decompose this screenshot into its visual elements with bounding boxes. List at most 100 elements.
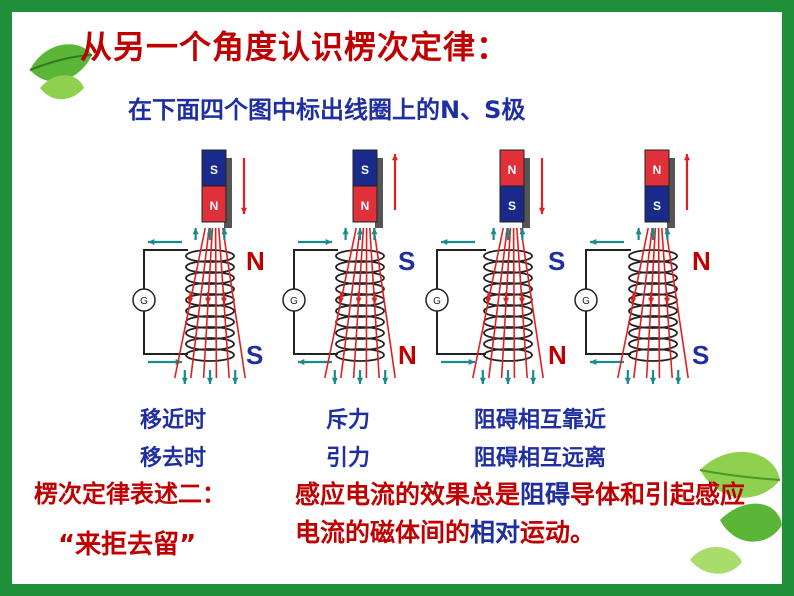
induced-arrow-icon [635,228,642,240]
magnet-top [499,149,525,187]
field-line [512,227,516,379]
law-text-relative: 相对 [470,518,521,547]
field-arrow-icon [220,291,227,305]
induced-arrow-icon [206,228,214,240]
field-line [222,227,246,379]
magnet-bottom [644,185,670,223]
motion-arrow-icon [240,158,248,214]
coil-bottom-pole: N [548,340,567,370]
law-text-1: 感应电流的效果总是 [295,480,521,509]
induced-arrow-icon [206,370,214,384]
coil-turn [483,304,533,318]
galvanometer-label: G [433,296,441,307]
magnet-bottom [201,185,227,223]
field-arrow-icon [503,291,510,305]
coil-turn [335,337,385,351]
induced-arrow-icon [649,370,657,384]
coil-turn [185,337,235,351]
coil-turn [483,326,533,340]
galvanometer-label: G [290,296,298,307]
coil-turn [628,337,678,351]
induced-arrow-icon [624,370,631,384]
galvanometer-icon [282,288,306,312]
field-arrow-icon [187,291,194,305]
induced-arrow-icon [192,228,199,240]
current-arrow-icon [441,238,475,246]
figure-3: N S G S N [425,149,567,384]
law-text-2: 导体和引起感应电流的磁体间的 [295,480,746,547]
coil-turn [628,348,678,362]
induced-arrow-icon [519,228,526,240]
current-arrow-icon [298,358,332,366]
induced-arrow-icon [479,370,486,384]
coil-turn [628,326,678,340]
magnet-top [644,149,670,187]
field-arrow-icon [630,291,637,305]
magnet-bottom-label: S [508,199,516,213]
galvanometer-icon [132,288,156,312]
galvanometer-label: G [140,296,148,307]
law-quote: “来拒去留” [58,530,197,560]
magnet-shadow [224,158,232,228]
page-title: 从另一个角度认识楞次定律： [80,28,510,66]
coil-turn [185,326,235,340]
field-arrow-icon [337,291,344,305]
field-arrow-icon [371,291,378,305]
induced-arrow-icon [530,370,537,384]
current-arrow-icon [148,238,182,246]
label-attraction: 引力 [326,446,371,471]
coil-top-pole: S [398,246,415,276]
label-withdraw: 移去时 [140,446,207,471]
coil-turn [335,326,385,340]
field-arrow-icon [518,291,525,305]
coil-turn [185,304,235,318]
magnet-bottom-label: N [361,199,370,213]
coil-turn [483,337,533,351]
induced-arrow-icon [382,370,389,384]
field-arrow-icon [205,291,212,305]
coil-top-pole: N [692,246,711,276]
motion-arrow-icon [538,158,546,214]
coil-bottom-pole: S [692,340,709,370]
field-arrow-icon [485,291,492,305]
field-line [373,227,396,379]
field-line [214,227,218,379]
current-arrow-icon [441,358,475,366]
label-hinder-withdraw: 阻碍相互远离 [474,446,607,471]
current-arrow-icon [590,238,624,246]
field-line [190,227,210,379]
magnet-bottom [352,185,378,223]
magnet-shadow [522,158,530,228]
leaf-icon-bottom-right [690,451,782,574]
coil-turn [483,348,533,362]
coil-turn [335,348,385,362]
coil-turn [335,304,385,318]
magnet-top-label: S [210,163,218,177]
induced-arrow-icon [356,370,364,384]
galvanometer-icon [425,288,449,312]
label-hinder-approach: 阻碍相互靠近 [474,408,607,433]
current-arrow-icon [298,238,332,246]
magnet-top-label: N [508,163,517,177]
field-line [633,227,653,379]
field-arrow-icon [355,291,362,305]
law-text-end: 。 [570,518,596,547]
induced-arrow-icon [221,228,228,240]
galvanometer-label: G [582,296,590,307]
induced-arrow-icon [664,228,671,240]
induced-arrow-icon [675,370,682,384]
coil-top-pole: S [548,246,565,276]
induced-arrow-icon [504,228,512,240]
motion-arrow-icon [683,154,691,210]
field-line [657,227,661,379]
induced-arrow-icon [181,370,188,384]
induced-arrow-icon [490,228,497,240]
induced-arrow-icon [232,370,239,384]
magnet-top-label: N [653,163,662,177]
magnet-top-label: S [361,163,369,177]
field-arrow-icon [663,291,670,305]
